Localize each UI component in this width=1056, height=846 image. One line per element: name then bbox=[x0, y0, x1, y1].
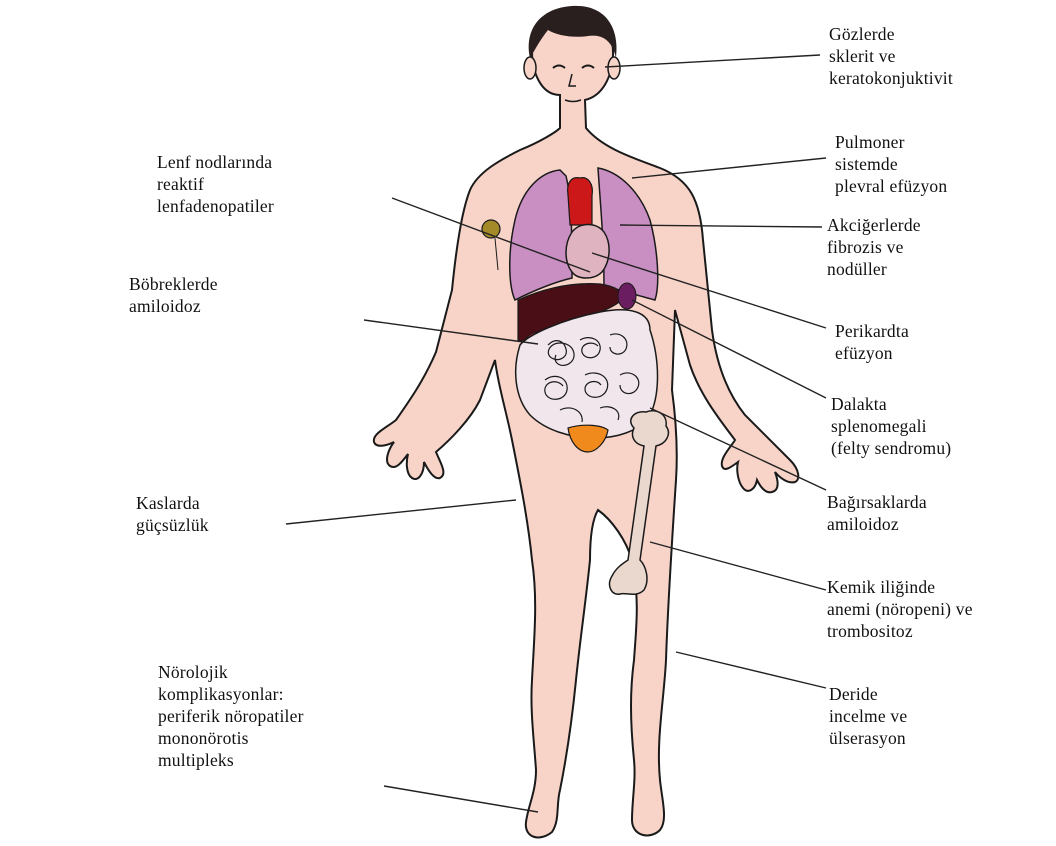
leader-skin bbox=[676, 652, 826, 688]
label-pulmonary-line3: plevral efüzyon bbox=[835, 175, 947, 197]
label-eyes-line3: keratokonjuktivit bbox=[829, 67, 953, 89]
label-spleen: Dalakta splenomegali (felty sendromu) bbox=[831, 393, 951, 459]
leader-marrow bbox=[650, 542, 826, 590]
right-ear bbox=[608, 57, 620, 79]
label-neuro-line2: komplikasyonlar: bbox=[158, 683, 304, 705]
label-kidney-line2: amiloidoz bbox=[129, 295, 218, 317]
label-spleen-line3: (felty sendromu) bbox=[831, 437, 951, 459]
label-pulmonary-line1: Pulmoner bbox=[835, 131, 947, 153]
label-lungs-line3: nodüller bbox=[827, 258, 921, 280]
label-neuro-line3: periferik nöropatiler bbox=[158, 705, 304, 727]
leader-muscle bbox=[286, 500, 516, 524]
label-neuro-line1: Nörolojik bbox=[158, 661, 304, 683]
label-bowel: Bağırsaklarda amiloidoz bbox=[827, 491, 927, 535]
label-bowel-line1: Bağırsaklarda bbox=[827, 491, 927, 513]
label-muscle: Kaslarda güçsüzlük bbox=[136, 492, 209, 536]
label-eyes-line2: sklerit ve bbox=[829, 45, 953, 67]
label-lymph: Lenf nodlarında reaktif lenfadenopatiler bbox=[157, 151, 274, 217]
label-spleen-line1: Dalakta bbox=[831, 393, 951, 415]
label-lymph-line3: lenfadenopatiler bbox=[157, 195, 274, 217]
label-marrow-line3: trombositoz bbox=[827, 620, 973, 642]
spleen bbox=[618, 283, 636, 309]
label-pulmonary-line2: sistemde bbox=[835, 153, 947, 175]
leader-neuro bbox=[384, 786, 538, 812]
label-lungs-line2: fibrozis ve bbox=[827, 236, 921, 258]
label-pulmonary: Pulmoner sistemde plevral efüzyon bbox=[835, 131, 947, 197]
label-neuro-line5: multipleks bbox=[158, 749, 304, 771]
aorta bbox=[568, 178, 593, 225]
label-pericardium-line1: Perikardta bbox=[835, 320, 909, 342]
label-bowel-line2: amiloidoz bbox=[827, 513, 927, 535]
label-marrow-line1: Kemik iliğinde bbox=[827, 576, 973, 598]
label-skin-line1: Deride bbox=[829, 683, 907, 705]
label-pericardium-line2: efüzyon bbox=[835, 342, 909, 364]
label-lungs: Akciğerlerde fibrozis ve nodüller bbox=[827, 214, 921, 280]
label-neuro-line4: mononörotis bbox=[158, 727, 304, 749]
label-skin: Deride incelme ve ülserasyon bbox=[829, 683, 907, 749]
label-marrow-line2: anemi (nöropeni) ve bbox=[827, 598, 973, 620]
label-spleen-line2: splenomegali bbox=[831, 415, 951, 437]
label-neuro: Nörolojik komplikasyonlar: periferik nör… bbox=[158, 661, 304, 771]
heart bbox=[566, 225, 609, 279]
label-skin-line2: incelme ve bbox=[829, 705, 907, 727]
label-kidney: Böbreklerde amiloidoz bbox=[129, 273, 218, 317]
left-ear bbox=[524, 57, 536, 79]
label-lymph-line2: reaktif bbox=[157, 173, 274, 195]
label-eyes-line1: Gözlerde bbox=[829, 23, 953, 45]
label-marrow: Kemik iliğinde anemi (nöropeni) ve tromb… bbox=[827, 576, 973, 642]
label-eyes: Gözlerde sklerit ve keratokonjuktivit bbox=[829, 23, 953, 89]
leader-eyes bbox=[605, 55, 820, 67]
label-muscle-line2: güçsüzlük bbox=[136, 514, 209, 536]
label-pericardium: Perikardta efüzyon bbox=[835, 320, 909, 364]
label-muscle-line1: Kaslarda bbox=[136, 492, 209, 514]
label-lungs-line1: Akciğerlerde bbox=[827, 214, 921, 236]
label-kidney-line1: Böbreklerde bbox=[129, 273, 218, 295]
label-lymph-line1: Lenf nodlarında bbox=[157, 151, 274, 173]
label-skin-line3: ülserasyon bbox=[829, 727, 907, 749]
